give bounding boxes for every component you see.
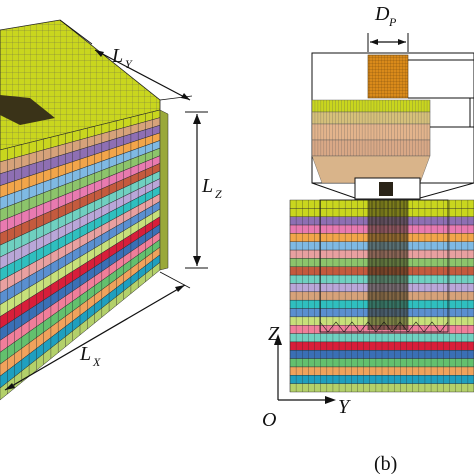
refinement-zone-outline xyxy=(319,199,449,333)
dimension-dp: D P xyxy=(367,3,409,52)
ly-subscript: Y xyxy=(125,57,133,71)
axis-y-label: Y xyxy=(338,396,351,418)
connector-pile-marker xyxy=(379,182,393,196)
lz-label: L xyxy=(201,175,213,197)
pile-top-square xyxy=(0,95,55,125)
axis-z-label: Z xyxy=(268,323,280,345)
panel-b: D P xyxy=(262,3,474,474)
block-side-mesh xyxy=(7,111,153,395)
axis-origin-label: O xyxy=(262,409,276,431)
zoom-inset xyxy=(311,52,474,184)
lx-subscript: X xyxy=(92,355,101,369)
panel-a-mesh-block xyxy=(0,19,169,401)
inset-soil-layers xyxy=(311,99,431,184)
panel-b-caption: (b) xyxy=(374,453,397,474)
ly-label: L xyxy=(111,45,123,67)
refinement-zone-line xyxy=(319,321,449,333)
cross-section-mesh xyxy=(289,199,474,392)
coordinate-axes: Z Y O xyxy=(262,323,351,431)
dimension-lx: L X xyxy=(4,271,191,391)
dimension-lz: L Z xyxy=(185,111,222,269)
dp-label: D xyxy=(374,3,390,25)
block-edge-face xyxy=(159,109,169,271)
dp-subscript: P xyxy=(388,15,397,29)
lx-label: L xyxy=(79,343,91,365)
lz-subscript: Z xyxy=(215,187,222,201)
dimension-ly: L Y xyxy=(59,19,193,101)
inset-pile xyxy=(367,54,409,99)
